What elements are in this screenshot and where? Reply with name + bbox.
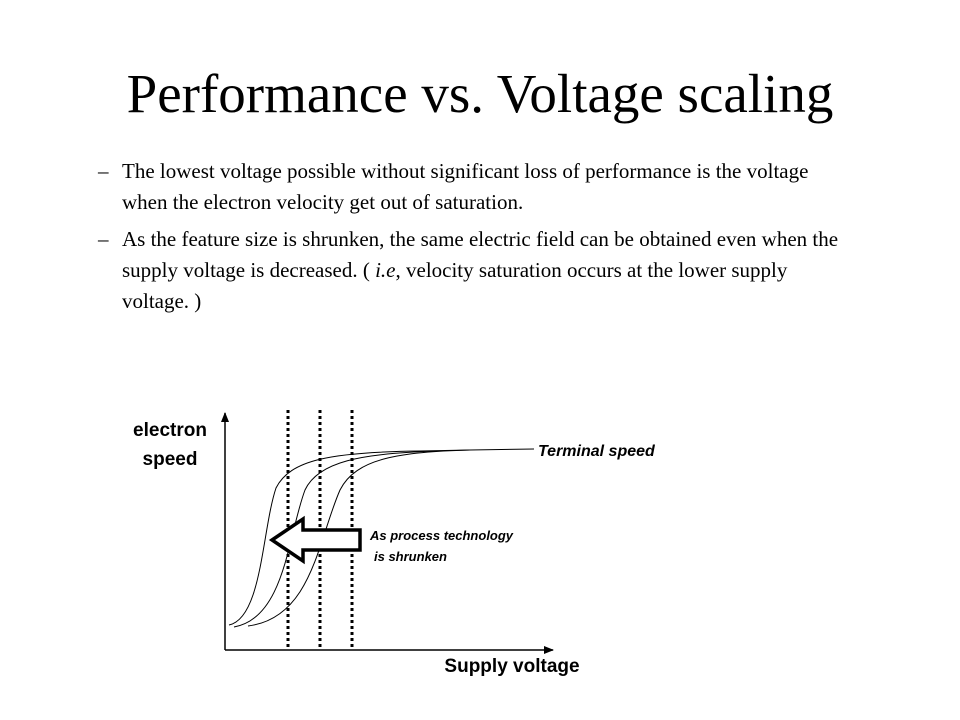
shrink-arrow — [268, 515, 362, 565]
y-axis-label-line2: speed — [143, 449, 198, 470]
speed-curve-1 — [228, 449, 471, 626]
y-axis-label-line1: electron — [133, 420, 207, 441]
bullet-text: The lowest voltage possible without sign… — [122, 159, 809, 214]
bullet-text-after: , velocity saturation occurs at the lowe… — [122, 258, 788, 313]
bullet-item: – As the feature size is shrunken, the s… — [98, 224, 858, 317]
arrow-label-line1: As process technology — [369, 528, 514, 543]
bullet-list: – The lowest voltage possible without si… — [98, 156, 858, 323]
bullet-text-before: As the feature size is shrunken, the sam… — [122, 227, 839, 282]
speed-curve-2 — [233, 450, 441, 628]
slide-title: Performance vs. Voltage scaling — [126, 63, 834, 124]
x-axis-label: Supply voltage — [444, 656, 579, 677]
bullet-item: – The lowest voltage possible without si… — [98, 156, 858, 218]
arrow-label-line2: is shrunken — [374, 549, 447, 564]
speed-curve-3 — [247, 448, 535, 627]
bullet-dash: – — [98, 227, 109, 251]
bullet-dash: – — [98, 159, 109, 183]
curve-label: Terminal speed — [538, 443, 656, 460]
bullet-text-italic: i.e — [375, 258, 396, 282]
